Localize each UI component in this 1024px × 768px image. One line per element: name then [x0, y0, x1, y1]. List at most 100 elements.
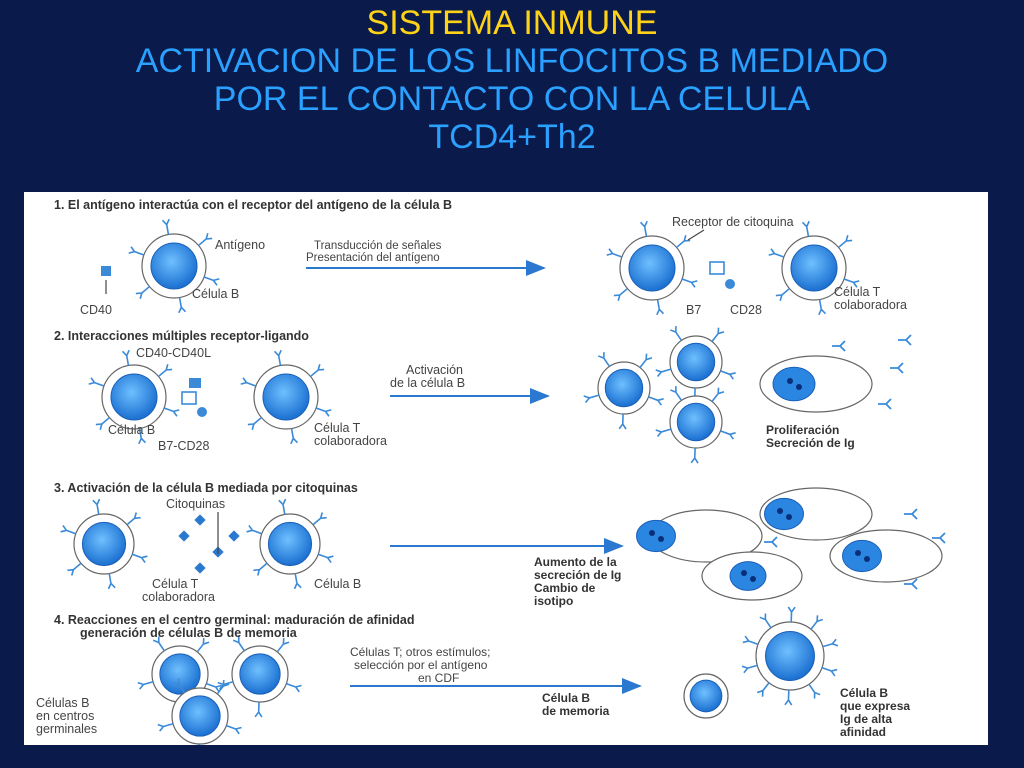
slide-subtitle-line1: ACTIVACION DE LOS LINFOCITOS B MEDIADO [135, 42, 889, 80]
panel1-t-cell-right-receptor [801, 220, 810, 237]
panel1-b-cell-right-receptor [656, 299, 665, 316]
panel1-b-cell-nucleus [150, 242, 198, 290]
panel2-b7cd28-label: B7-CD28 [158, 439, 209, 453]
panel2-cd40-marker [189, 378, 201, 388]
panel3-antibody [764, 536, 778, 548]
panel2-prolif-cell-3-receptor [720, 430, 736, 440]
panel2-prolif-cell-3-receptor [655, 428, 672, 438]
panel3-b-cell-receptor [312, 512, 327, 526]
panel1-cd28-label: CD28 [730, 303, 762, 317]
panel4-memory-cell-nucleus [689, 679, 723, 713]
panel2-prolif-cell-2-nucleus [604, 368, 644, 408]
panel1-bcell-label: Célula B [192, 287, 239, 301]
panel3-t-cell-receptor [107, 573, 116, 590]
panel2-t-cell-nucleus [262, 373, 310, 421]
panel4-hi-line1: Célula B [840, 686, 888, 700]
panel3-antibody [904, 578, 918, 590]
panel2-bcell-label: Célula B [108, 423, 155, 437]
slide-subtitle-line3: TCD4+Th2 [428, 118, 596, 156]
panel3-cytokine [228, 530, 240, 542]
panel2-b-cell-receptor [163, 407, 180, 417]
panel3-plasma-cell-2-chromatin [786, 514, 792, 520]
panel1-b7-label: B7 [686, 303, 701, 317]
panel2-antibody [878, 398, 892, 410]
panel3-plasma-cell-1-chromatin [658, 536, 664, 542]
panel4-gc-b-cell-2-receptor [276, 638, 290, 653]
panel2-b-cell-receptor [88, 377, 105, 387]
panel3-cytokine [194, 514, 206, 526]
panel3-b-cell-receptor [253, 562, 268, 576]
panel2-b-cell-receptor [157, 364, 173, 378]
panel1-t-cell-right-receptor [818, 299, 827, 316]
panel1-t-cell-right-nucleus [790, 244, 838, 292]
panel4-gc-b-cell-1-nucleus [159, 653, 201, 695]
panel4-left-line2: en centros [36, 709, 94, 723]
panel1-b-cell-receptor [128, 246, 145, 256]
panel1-b-cell-receptor [197, 233, 213, 247]
panel2-prolif-cell-1-receptor [711, 327, 725, 343]
panel1-tcell-line1: Célula T [834, 285, 881, 299]
slide-title: SISTEMA INMUNE [366, 4, 658, 42]
panel2-prolif-cell-2-receptor [639, 353, 653, 369]
panel2-result-line1: Proliferación [766, 423, 839, 437]
panel4-gc-b-cell-3-receptor [216, 680, 230, 695]
panel4-gc-b-cell-3-receptor [226, 724, 242, 735]
panel2-plasma-cell-nucleus [772, 366, 816, 402]
panel1-b-cell-right-receptor [639, 220, 648, 237]
panel4-memory-line1: Célula B [542, 691, 590, 705]
panel2-mhc-complex [181, 391, 197, 405]
panel1-t-cell-right-receptor [843, 278, 860, 288]
panel2-b-cell-receptor [95, 416, 111, 430]
panel2-arrow-line1: Activación [406, 363, 463, 377]
panel2-b-cell-nucleus [110, 373, 158, 421]
panel3-plasma-cell-3-chromatin [855, 550, 861, 556]
panel1-tcell-line2: colaboradora [834, 298, 907, 312]
panel2-prolif-cell-1-nucleus [676, 342, 716, 382]
panel2-heading: 2. Interacciones múltiples receptor-liga… [54, 329, 309, 343]
panel1-pointer-line [687, 229, 705, 241]
panel3-plasma-cell-4-chromatin [741, 570, 747, 576]
panel4-gc-b-cell-3-receptor [157, 722, 174, 732]
panel3-plasma-cell-3-chromatin [864, 556, 870, 562]
panel2-t-cell-receptor [309, 364, 325, 378]
panel1-cd40-label: CD40 [80, 303, 112, 317]
panel1-b-cell-receptor [203, 276, 220, 286]
panel2-tcell-line2: colaboradora [314, 434, 387, 448]
panel1-heading: 1. El antígeno interactúa con el recepto… [54, 198, 452, 212]
panel2-prolif-cell-3-receptor [669, 386, 683, 401]
panel3-result-line1: Aumento de la [534, 555, 617, 569]
panel4-heading-line2: generación de células B de memoria [80, 626, 298, 640]
panel4-gc-b-cell-3-nucleus [179, 695, 221, 737]
panel4-high-affinity-cell-receptor [742, 635, 759, 646]
panel4-memory-line2: de memoria [542, 704, 610, 718]
panel2-prolif-cell-2-receptor [583, 394, 600, 404]
panel2-t-cell-receptor [290, 428, 299, 445]
panel2-prolif-cell-1-receptor [669, 326, 683, 341]
panel1-arrow-line1: Transducción de señales [314, 240, 442, 252]
panel2-antibody [832, 340, 846, 352]
panel3-result-line3: Cambio de [534, 581, 596, 595]
panel1-t-cell-right-receptor [837, 235, 853, 249]
panel4-high-affinity-cell-nucleus [765, 631, 815, 681]
panel3-t-cell-nucleus [81, 521, 127, 567]
cell-illustrations [60, 218, 946, 760]
panel3-plasma-cell-1-nucleus [636, 519, 676, 553]
panel1-b-cell-right-receptor [606, 248, 623, 258]
panel2-t-cell-receptor [240, 377, 257, 387]
panel1-antigen-label: Antígeno [215, 238, 265, 252]
panel3-bcell-label: Célula B [314, 577, 361, 591]
panel2-t-cell-receptor [273, 349, 282, 366]
panel2-b7-molecule [197, 407, 207, 417]
panel4-high-affinity-cell-receptor [787, 606, 796, 623]
panel3-tcell-line2: colaboradora [142, 590, 215, 604]
panel3-plasma-cell-2-nucleus [764, 497, 804, 531]
panel4-hi-line3: Ig de alta [840, 712, 892, 726]
panel4-gc-b-cell-1-receptor [137, 680, 154, 690]
panel2-prolif-cell-3-receptor [711, 387, 725, 403]
panel1-b7-molecule [725, 279, 735, 289]
panel4-hi-line2: que expresa [840, 699, 910, 713]
panel2-prolif-cell-1-receptor [655, 368, 672, 378]
panel1-b-cell-receptor [135, 285, 151, 299]
panel3-t-cell-receptor [131, 553, 148, 564]
panel1-cytokine-receptor-label: Receptor de citoquina [672, 215, 794, 229]
